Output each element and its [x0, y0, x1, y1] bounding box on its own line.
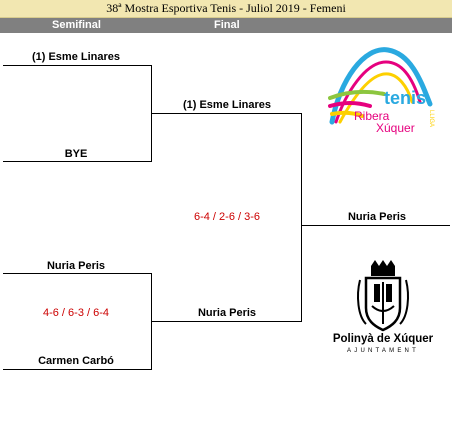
tournament-title: 38ª Mostra Esportiva Tenis - Juliol 2019…	[0, 0, 452, 18]
round-header: Semifinal Final	[0, 18, 452, 33]
sf2-bottom-player: Carmen Carbó	[38, 355, 114, 367]
sf1-bottom-player: BYE	[64, 148, 88, 160]
tenis-logo-line2: Ribera	[354, 109, 390, 123]
sf1-connector	[151, 65, 152, 162]
polinya-logo: Polinyà de Xúquer AJUNTAMENT	[333, 260, 434, 354]
champion-player: Nuria Peris	[347, 211, 407, 223]
round-final: Final	[214, 19, 240, 31]
sf1-top-line	[3, 65, 152, 66]
tenis-logo-line3: Xúquer	[376, 121, 415, 135]
round-semifinal: Semifinal	[52, 19, 101, 31]
final-connector	[301, 113, 302, 322]
final-bottom-line	[152, 321, 302, 322]
sf2-top-line	[3, 273, 152, 274]
tenis-logo-side: LLIGA	[428, 110, 434, 127]
crest-icon	[357, 260, 409, 332]
final-bottom-player: Nuria Peris	[197, 307, 257, 319]
final-top-player: (1) Esme Linares	[182, 99, 272, 111]
tenis-ribera-logo: tenis Ribera Xúquer LLIGA	[328, 47, 434, 135]
sf1-bottom-line	[3, 161, 152, 162]
sf2-top-player: Nuria Peris	[46, 260, 106, 272]
sf2-bottom-line	[3, 369, 152, 370]
tenis-logo-word: tenis	[384, 88, 426, 108]
sf1-top-player: (1) Esme Linares	[31, 51, 121, 63]
final-score: 6-4 / 2-6 / 3-6	[193, 211, 261, 223]
sf2-score: 4-6 / 6-3 / 6-4	[42, 307, 110, 319]
polinya-sub: AJUNTAMENT	[347, 348, 419, 354]
final-top-line	[152, 113, 302, 114]
champion-line	[302, 225, 450, 226]
sf2-connector	[151, 273, 152, 370]
polinya-name: Polinyà de Xúquer	[333, 333, 434, 345]
